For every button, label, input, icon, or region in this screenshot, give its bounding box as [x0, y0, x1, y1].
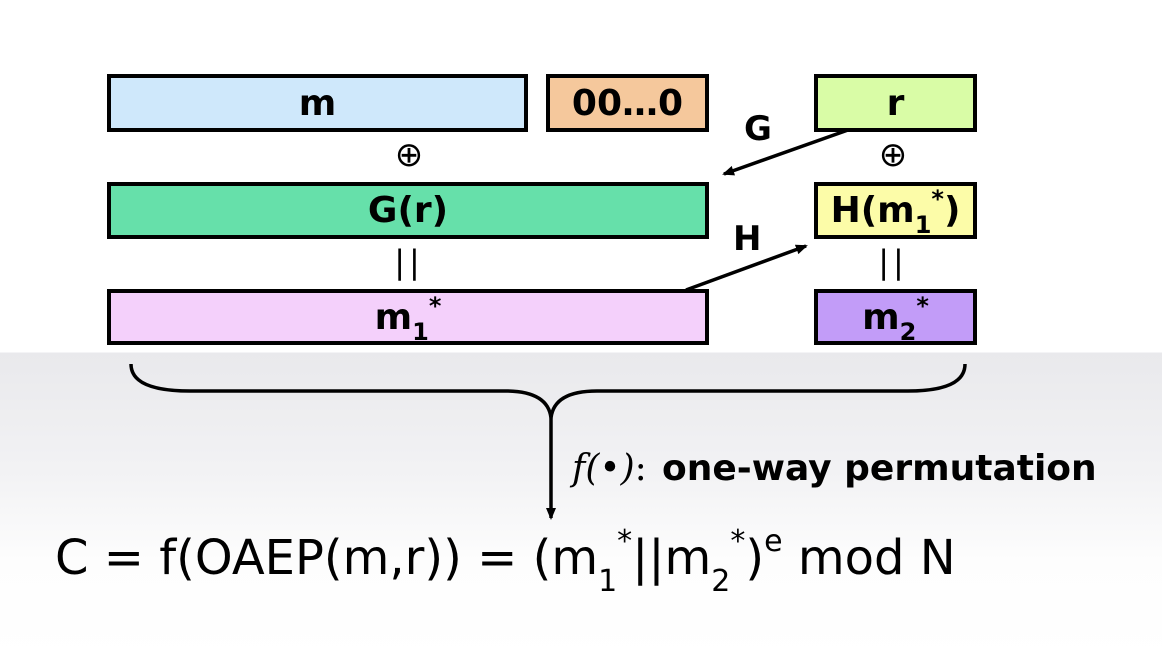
zero-padding-box: 00…0	[546, 74, 709, 132]
curly-brace	[129, 363, 967, 419]
h-of-m1-label: H(m1*)	[830, 185, 961, 240]
h-arrow	[685, 244, 808, 292]
g-arrow	[722, 128, 849, 176]
random-r-label: r	[886, 82, 905, 124]
m2-star-box: m2*	[814, 289, 977, 345]
concat-left-icon: ||	[394, 243, 424, 281]
g-of-r-label: G(r)	[367, 190, 449, 231]
random-r-box: r	[814, 74, 977, 132]
zero-padding-label: 00…0	[571, 82, 684, 124]
permutation-label: one-way permutation	[662, 448, 1097, 489]
g-of-r-box: G(r)	[107, 182, 709, 239]
xor-right-icon: ⊕	[878, 135, 908, 175]
ciphertext-formula: C = f(OAEP(m,r)) = (m1*||m2*)e mod N	[55, 524, 956, 599]
g-arrow-label: G	[744, 109, 772, 149]
concat-right-icon: ||	[878, 243, 908, 281]
m2-star-label: m2*	[862, 291, 929, 346]
m1-star-box: m1*	[107, 289, 709, 345]
message-box: m	[107, 74, 528, 132]
h-arrow-label: H	[733, 219, 762, 259]
permutation-function: f(•):	[572, 448, 647, 489]
message-label: m	[298, 82, 337, 124]
m1-star-label: m1*	[374, 291, 442, 346]
xor-left-icon: ⊕	[394, 135, 424, 175]
h-of-m1-box: H(m1*)	[814, 182, 977, 239]
